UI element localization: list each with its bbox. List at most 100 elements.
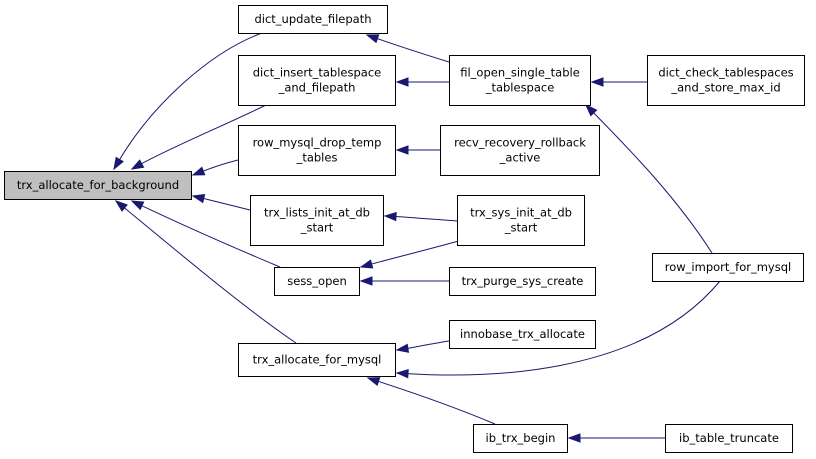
node-box[interactable]	[4, 171, 192, 200]
edge-row_import_for_mysql-to-trx_allocate_for_mysql	[395, 280, 721, 379]
node-label: _and_store_max_id	[670, 81, 780, 95]
node-row-import-for-mysql[interactable]: row_import_for_mysql	[652, 253, 804, 282]
edge-fil_open_single_table_tablespace-to-dict_insert_tablespace_and_filepath	[395, 77, 449, 87]
edge-row_mysql_drop_temp_tables-to-trx_allocate_for_background	[191, 159, 239, 176]
edge-line	[202, 159, 239, 172]
edge-line	[370, 238, 467, 265]
node-trx-lists-init-at-db-start[interactable]: trx_lists_init_at_db_start	[250, 195, 384, 246]
node-label: _and_filepath	[278, 81, 356, 95]
node-box[interactable]	[473, 424, 568, 453]
node-ib-table-truncate[interactable]: ib_table_truncate	[665, 424, 793, 453]
edge-trx_purge_sys_create-to-sess_open	[359, 276, 449, 286]
node-label: _start	[300, 221, 334, 235]
node-dict-check-tablespaces-and-store-max-id[interactable]: dict_check_tablespaces_and_store_max_id	[647, 55, 805, 106]
node-box[interactable]	[449, 267, 596, 296]
edge-line	[406, 280, 721, 376]
node-label: fil_open_single_table	[460, 66, 580, 80]
node-trx-allocate-for-mysql[interactable]: trx_allocate_for_mysql	[238, 343, 396, 377]
edge-ib_trx_begin-to-trx_allocate_for_mysql	[366, 377, 496, 425]
edge-row_import_for_mysql-to-fil_open_single_table_tablespace	[584, 103, 713, 254]
node-label: trx_sys_init_at_db	[470, 206, 572, 220]
edge-line	[140, 104, 267, 165]
edge-dict_check_tablespaces_and_store_max_id-to-fil_open_single_table_tablespace	[590, 77, 647, 87]
node-box[interactable]	[238, 125, 396, 176]
arrowhead-icon	[359, 259, 374, 269]
node-box[interactable]	[449, 320, 596, 349]
node-label: ib_trx_begin	[486, 431, 556, 445]
node-dict-insert-tablespace-and-filepath[interactable]: dict_insert_tablespace_and_filepath	[238, 55, 396, 106]
arrowhead-icon	[584, 103, 598, 117]
node-box[interactable]	[652, 253, 804, 282]
node-box[interactable]	[457, 195, 585, 246]
node-row-mysql-drop-temp-tables[interactable]: row_mysql_drop_temp_tables	[238, 125, 396, 176]
node-label: _tablespace	[485, 81, 555, 95]
node-box[interactable]	[238, 343, 396, 377]
edge-innobase_trx_allocate-to-trx_allocate_for_mysql	[395, 340, 450, 353]
edge-dict_insert_tablespace_and_filepath-to-trx_allocate_for_background	[130, 104, 267, 170]
arrowhead-icon	[114, 200, 128, 212]
arrowhead-icon	[366, 377, 381, 387]
edge-trx_lists_init_at_db_start-to-trx_allocate_for_background	[191, 194, 251, 211]
node-label: sess_open	[287, 274, 347, 288]
edge-line	[202, 197, 251, 211]
node-box[interactable]	[647, 55, 805, 106]
node-box[interactable]	[449, 55, 591, 106]
arrowhead-icon	[191, 194, 206, 204]
node-label: innobase_trx_allocate	[460, 327, 585, 341]
node-label: trx_lists_init_at_db	[264, 206, 370, 220]
edge-line	[394, 215, 458, 222]
node-sess-open[interactable]: sess_open	[274, 267, 360, 296]
node-dict-update-filepath[interactable]: dict_update_filepath	[238, 5, 388, 34]
node-fil-open-single-table-tablespace[interactable]: fil_open_single_table_tablespace	[449, 55, 591, 106]
arrowhead-icon	[130, 159, 145, 170]
edge-line	[592, 111, 713, 254]
node-label: dict_check_tablespaces	[658, 66, 793, 80]
edge-trx_sys_init_at_db_start-to-trx_lists_init_at_db_start	[383, 211, 458, 222]
node-box[interactable]	[665, 424, 793, 453]
node-label: trx_purge_sys_create	[462, 274, 584, 288]
nodes-layer: trx_allocate_for_background dict_update_f…	[4, 5, 805, 453]
arrowhead-icon	[365, 34, 380, 44]
node-recv-recovery-rollback-active[interactable]: recv_recovery_rollback_active	[440, 125, 600, 176]
node-trx-sys-init-at-db-start[interactable]: trx_sys_init_at_db_start	[457, 195, 585, 246]
arrowhead-icon	[383, 211, 397, 222]
edge-trx_sys_init_at_db_start-to-sess_open	[359, 238, 467, 269]
node-box[interactable]	[238, 5, 388, 34]
arrowhead-icon	[113, 156, 124, 171]
node-innobase-trx-allocate[interactable]: innobase_trx_allocate	[449, 320, 596, 349]
edge-dict_update_filepath-to-trx_allocate_for_background	[113, 32, 263, 171]
node-label: dict_insert_tablespace	[253, 66, 381, 80]
arrowhead-icon	[130, 200, 145, 211]
edge-ib_table_truncate-to-ib_trx_begin	[567, 433, 666, 443]
node-label: row_import_for_mysql	[665, 260, 791, 274]
arrowhead-icon	[395, 145, 409, 155]
edge-line	[123, 206, 297, 344]
node-label: _active	[499, 151, 541, 165]
edge-recv_recovery_rollback_active-to-row_mysql_drop_temp_tables	[395, 145, 441, 155]
edge-line	[406, 340, 450, 349]
edge-sess_open-to-trx_allocate_for_background	[130, 200, 281, 268]
arrowhead-icon	[567, 433, 581, 443]
node-trx-purge-sys-create[interactable]: trx_purge_sys_create	[449, 267, 596, 296]
arrowhead-icon	[395, 77, 409, 87]
arrowhead-icon	[590, 77, 604, 87]
node-label: _start	[504, 221, 538, 235]
node-box[interactable]	[238, 55, 396, 106]
arrowhead-icon	[359, 276, 373, 286]
node-box[interactable]	[440, 125, 600, 176]
node-label: ib_table_truncate	[679, 431, 779, 445]
node-ib-trx-begin[interactable]: ib_trx_begin	[473, 424, 568, 453]
node-box[interactable]	[274, 267, 360, 296]
node-label: row_mysql_drop_temp	[253, 136, 382, 150]
arrowhead-icon	[191, 166, 206, 176]
arrowhead-icon	[395, 343, 410, 353]
edges-layer	[113, 32, 721, 443]
node-label: trx_allocate_for_background	[17, 178, 179, 192]
node-trx-allocate-for-background[interactable]: trx_allocate_for_background	[4, 171, 192, 200]
node-label: dict_update_filepath	[254, 12, 371, 26]
node-box[interactable]	[250, 195, 384, 246]
edge-fil_open_single_table_tablespace-to-dict_update_filepath	[365, 34, 450, 63]
edge-line	[140, 204, 281, 268]
edge-line	[376, 37, 450, 63]
arrowhead-icon	[395, 368, 409, 379]
